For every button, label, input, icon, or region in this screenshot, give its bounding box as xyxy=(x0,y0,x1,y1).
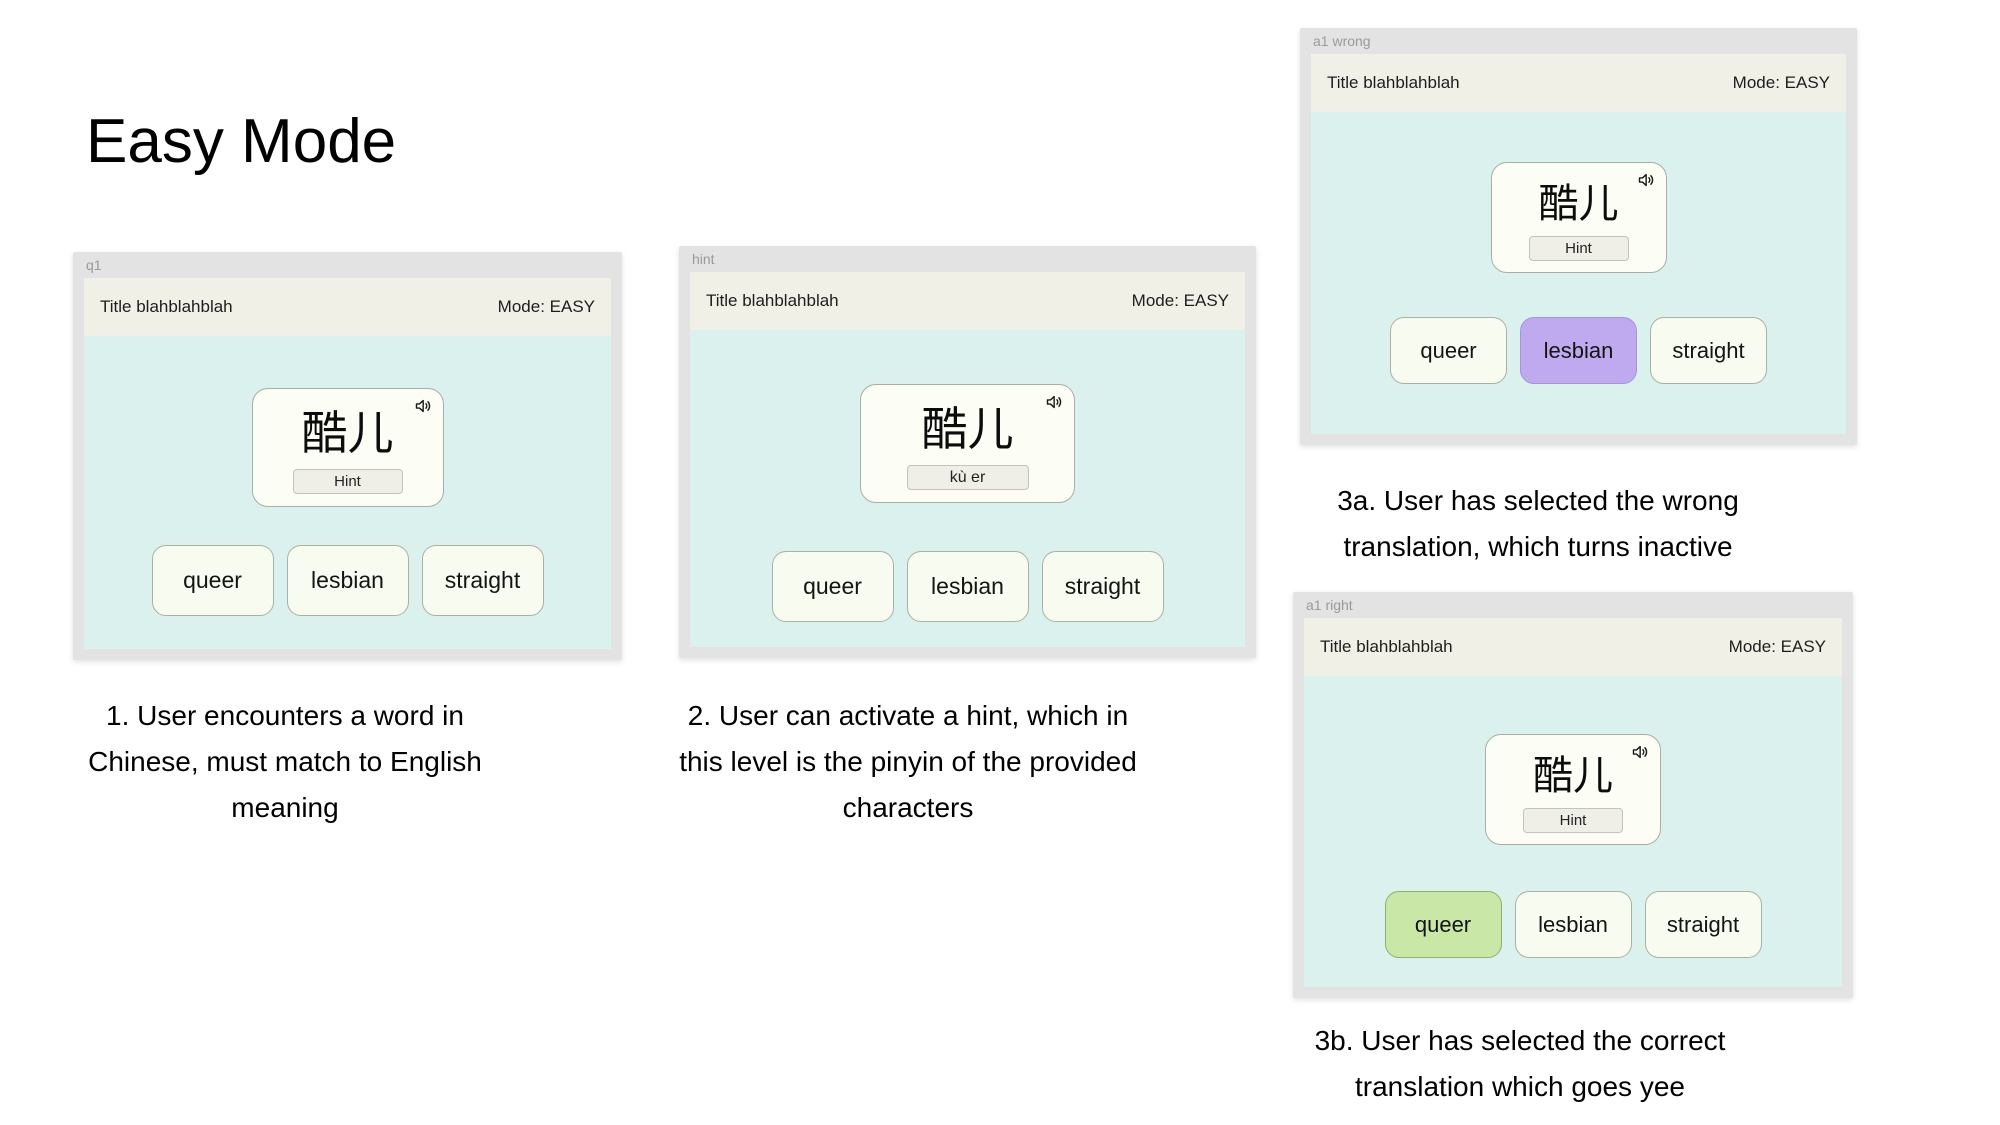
app-window: Title blahblahblah Mode: EASY 酷儿 kù er xyxy=(690,272,1245,647)
answer-row: queer lesbian straight xyxy=(1390,317,1767,384)
chinese-word: 酷儿 xyxy=(1533,754,1613,798)
word-card: 酷儿 Hint xyxy=(1490,162,1667,273)
chinese-word: 酷儿 xyxy=(301,407,394,459)
caption-step-1: 1. User encounters a word in Chinese, mu… xyxy=(88,700,482,824)
mode-indicator: Mode: EASY xyxy=(1728,637,1826,656)
mockup-panel-q1: q1 Title blahblahblah Mode: EASY 酷儿 xyxy=(73,252,622,660)
chinese-word: 酷儿 xyxy=(921,403,1014,455)
hint-button-pinyin[interactable]: kù er xyxy=(906,464,1029,490)
word-card: 酷儿 kù er xyxy=(860,384,1075,503)
answer-button-straight[interactable]: straight xyxy=(1041,550,1164,622)
app-header: Title blahblahblah Mode: EASY xyxy=(1304,618,1842,676)
app-body: 酷儿 Hint queer lesbian straight xyxy=(84,336,611,649)
frame-label-q1: q1 xyxy=(86,257,102,273)
app-title: Title blahblahblah xyxy=(100,297,233,316)
app-window: Title blahblahblah Mode: EASY 酷儿 Hint xyxy=(84,278,611,649)
frame-label-a1-right: a1 right xyxy=(1306,597,1353,613)
app-window: Title blahblahblah Mode: EASY 酷儿 Hint xyxy=(1304,618,1842,987)
chinese-word: 酷儿 xyxy=(1538,182,1619,226)
answer-button-lesbian[interactable]: lesbian xyxy=(906,550,1029,622)
answer-row: queer lesbian straight xyxy=(151,544,544,616)
word-card: 酷儿 Hint xyxy=(251,388,444,507)
frame-label-a1-wrong: a1 wrong xyxy=(1313,33,1371,49)
speaker-icon[interactable] xyxy=(1045,392,1065,412)
answer-button-lesbian[interactable]: lesbian xyxy=(286,544,409,616)
app-header: Title blahblahblah Mode: EASY xyxy=(1311,54,1846,112)
hint-button[interactable]: Hint xyxy=(1528,236,1629,261)
app-body: 酷儿 kù er queer lesbian straight xyxy=(690,330,1245,647)
app-title: Title blahblahblah xyxy=(1320,637,1453,656)
app-header: Title blahblahblah Mode: EASY xyxy=(690,272,1245,330)
mockup-panel-a1-right: a1 right Title blahblahblah Mode: EASY 酷… xyxy=(1293,592,1853,998)
speaker-icon[interactable] xyxy=(414,396,434,416)
slide-title: Easy Mode xyxy=(86,107,397,176)
word-card: 酷儿 Hint xyxy=(1485,734,1661,845)
caption-step-3a: 3a. User has selected the wrong translat… xyxy=(1337,485,1739,563)
app-window: Title blahblahblah Mode: EASY 酷儿 Hint xyxy=(1311,54,1846,434)
app-title: Title blahblahblah xyxy=(1327,73,1460,92)
answer-button-queer[interactable]: queer xyxy=(1384,891,1502,958)
app-header: Title blahblahblah Mode: EASY xyxy=(84,278,611,336)
answer-button-straight[interactable]: straight xyxy=(1650,317,1767,384)
answer-button-lesbian[interactable]: lesbian xyxy=(1514,891,1632,958)
answer-button-straight[interactable]: straight xyxy=(421,544,544,616)
mockup-panel-hint: hint Title blahblahblah Mode: EASY 酷儿 xyxy=(679,246,1256,658)
hint-button[interactable]: Hint xyxy=(292,468,403,494)
answer-button-straight[interactable]: straight xyxy=(1644,891,1762,958)
answer-row: queer lesbian straight xyxy=(771,550,1164,622)
app-body: 酷儿 Hint queer lesbian straight xyxy=(1304,676,1842,987)
answer-button-queer[interactable]: queer xyxy=(771,550,894,622)
answer-row: queer lesbian straight xyxy=(1384,891,1762,958)
mode-indicator: Mode: EASY xyxy=(1732,73,1830,92)
answer-button-queer[interactable]: queer xyxy=(1390,317,1507,384)
answer-button-queer[interactable]: queer xyxy=(151,544,274,616)
mockup-panel-a1-wrong: a1 wrong Title blahblahblah Mode: EASY 酷… xyxy=(1300,28,1857,445)
app-body: 酷儿 Hint queer lesbian straight xyxy=(1311,112,1846,434)
answer-button-lesbian[interactable]: lesbian xyxy=(1520,317,1637,384)
caption-step-3b: 3b. User has selected the correct transl… xyxy=(1314,1025,1726,1103)
speaker-icon[interactable] xyxy=(1631,742,1651,762)
caption-step-2: 2. User can activate a hint, which in th… xyxy=(679,700,1137,824)
hint-button[interactable]: Hint xyxy=(1523,808,1623,833)
speaker-icon[interactable] xyxy=(1637,170,1657,190)
mode-indicator: Mode: EASY xyxy=(497,297,595,316)
mode-indicator: Mode: EASY xyxy=(1131,291,1229,310)
frame-label-hint: hint xyxy=(692,251,715,267)
app-title: Title blahblahblah xyxy=(706,291,839,310)
